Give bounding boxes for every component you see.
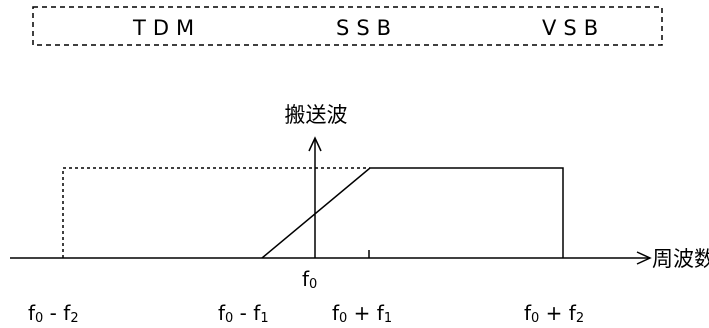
label-f0-minus-f1: f0 - f1 [218,301,269,326]
carrier-axis-label: 搬送波 [285,103,348,127]
vsb-solid-outline [261,167,564,259]
frequency-axis-label: 周波数 [652,247,709,271]
label-f0-plus-f1: f0 + f1 [332,301,392,326]
option-ssb: SSB [336,16,398,40]
frequency-axis-arrowhead [636,251,652,265]
label-f0-plus-f2: f0 + f2 [524,301,584,326]
dsb-dotted-outline [62,167,370,258]
option-vsb: VSB [542,16,605,40]
option-box [32,6,663,46]
carrier-axis-arrowhead [308,136,322,152]
label-f0: f0 [302,267,317,292]
label-f0-minus-f2: f0 - f2 [28,301,79,326]
option-tdm: TDM [132,16,201,40]
